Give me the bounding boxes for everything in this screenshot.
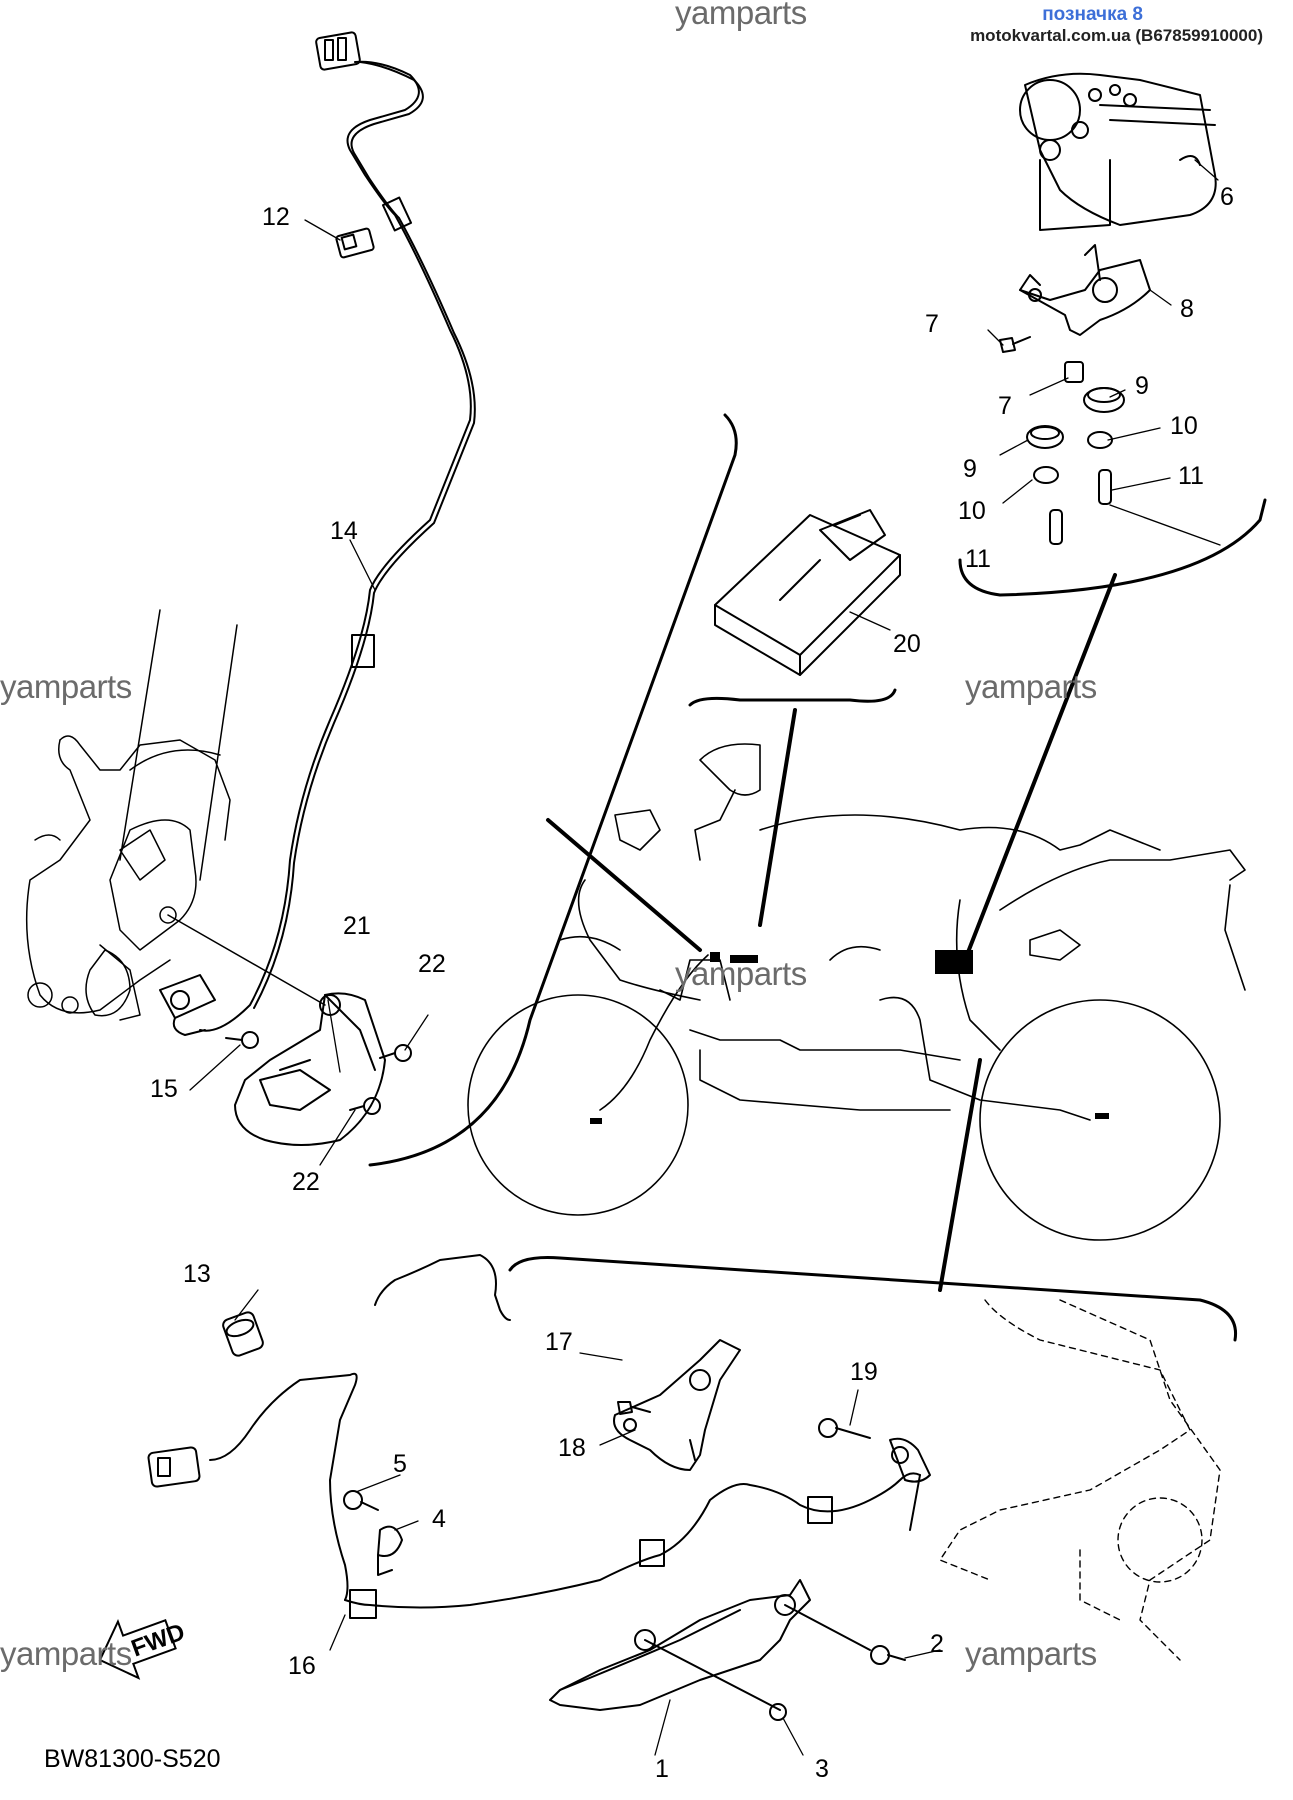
motorcycle-components bbox=[590, 950, 1109, 1124]
bolts-22 bbox=[225, 1031, 412, 1115]
abs-bracket-8 bbox=[1019, 244, 1151, 336]
callout-3: 3 bbox=[815, 1755, 829, 1783]
connector-clip-12 bbox=[335, 227, 375, 259]
section-divider-front bbox=[368, 413, 738, 1167]
watermark-bottom-left: yamparts bbox=[0, 1635, 132, 1672]
sensor-bracket-21 bbox=[234, 992, 386, 1146]
abs-mounting-hardware bbox=[999, 336, 1125, 545]
section-leaders bbox=[546, 573, 1117, 1292]
swingarm-outline bbox=[939, 1299, 1221, 1661]
callout-11a: 11 bbox=[1178, 462, 1204, 490]
callout-8: 8 bbox=[1180, 295, 1194, 323]
diagram-code: BW81300-S520 bbox=[44, 1745, 221, 1773]
section-divider-ecu bbox=[688, 688, 897, 707]
rear-caliper-bracket bbox=[549, 1579, 906, 1721]
connector-front bbox=[315, 31, 361, 71]
callout-7b: 7 bbox=[998, 392, 1012, 420]
front-wheel bbox=[467, 994, 689, 1216]
front-fork bbox=[25, 609, 238, 1021]
forward-arrow: FWD bbox=[98, 1618, 188, 1680]
callout-15: 15 bbox=[150, 1075, 178, 1103]
callout-7a: 7 bbox=[925, 310, 939, 338]
callout-13: 13 bbox=[183, 1260, 211, 1288]
callout-21: 21 bbox=[343, 912, 371, 940]
fork-line-to-bracket bbox=[167, 914, 326, 1006]
watermark-left: yamparts bbox=[0, 668, 132, 705]
callout-20: 20 bbox=[893, 630, 921, 658]
callout-18: 18 bbox=[558, 1434, 586, 1462]
motorcycle-wiring bbox=[599, 954, 1091, 1121]
page-label: позначка 8 bbox=[1042, 4, 1143, 25]
callout-22a: 22 bbox=[418, 950, 446, 978]
bracket-18-bolt-17 bbox=[613, 1339, 741, 1471]
ecu-20 bbox=[714, 509, 901, 676]
clamp-4-bolt-5 bbox=[343, 1490, 403, 1576]
callout-leaders bbox=[189, 159, 1221, 1756]
section-divider-rear bbox=[508, 1256, 1238, 1342]
callout-14: 14 bbox=[330, 517, 358, 545]
callout-10b: 10 bbox=[958, 497, 986, 525]
front-sensor-lead bbox=[199, 60, 476, 1032]
callout-12: 12 bbox=[262, 203, 290, 231]
callout-5: 5 bbox=[393, 1450, 407, 1478]
section-divider-abs bbox=[958, 498, 1267, 597]
callout-17: 17 bbox=[545, 1328, 573, 1356]
callout-22b: 22 bbox=[292, 1168, 320, 1196]
watermark-center: yamparts bbox=[675, 955, 807, 992]
rear-sensor-19 bbox=[818, 1418, 931, 1483]
source-label: motokvartal.com.ua (B67859910000) bbox=[970, 26, 1263, 45]
callout-1: 1 bbox=[655, 1755, 669, 1783]
watermark-bottom-right: yamparts bbox=[965, 1635, 1097, 1672]
callout-6: 6 bbox=[1220, 183, 1234, 211]
callout-11b: 11 bbox=[965, 545, 991, 573]
callout-9a: 9 bbox=[1135, 372, 1149, 400]
callout-4: 4 bbox=[432, 1505, 446, 1533]
callout-19: 19 bbox=[850, 1358, 878, 1386]
watermark-right: yamparts bbox=[965, 668, 1097, 705]
grommet-13 bbox=[222, 1311, 264, 1357]
callout-10a: 10 bbox=[1170, 412, 1198, 440]
callout-16: 16 bbox=[288, 1652, 316, 1680]
rear-wheel bbox=[979, 999, 1221, 1241]
abs-unit-6 bbox=[1019, 72, 1217, 231]
motorcycle-outline bbox=[467, 743, 1246, 1241]
callout-2: 2 bbox=[930, 1630, 944, 1658]
speed-sensor-front-15 bbox=[159, 974, 216, 1036]
rear-sensor-lead bbox=[209, 1254, 921, 1619]
connector-rear bbox=[147, 1446, 201, 1488]
callout-9b: 9 bbox=[963, 455, 977, 483]
watermark-top: yamparts bbox=[675, 0, 807, 31]
